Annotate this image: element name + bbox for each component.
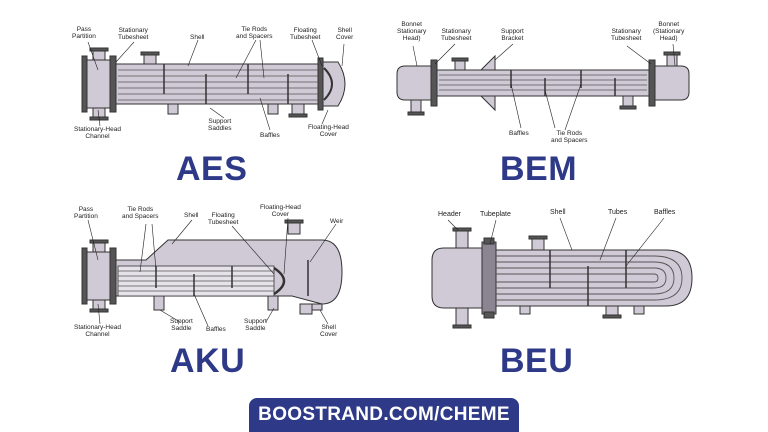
beu-tubes	[496, 255, 683, 301]
aku-label-tie-rods: Tie Rods and Spacers	[122, 206, 159, 220]
bem-diagram	[396, 43, 690, 131]
aku-label-shell: Shell	[184, 212, 199, 219]
aku-label-support-saddle-right: Support Saddle	[244, 318, 267, 332]
aes-shell	[115, 63, 321, 105]
aes-shell-cover	[322, 61, 346, 107]
aes-diagram	[81, 39, 346, 131]
aku-label-floating-tubesheet: Floating Tubesheet	[208, 212, 239, 226]
bem-bonnet-right	[654, 65, 690, 101]
bem-tubes	[439, 74, 647, 91]
aes-saddle-right	[267, 103, 279, 115]
bem-label-bonnet-right: Bonnet (Stationary Head)	[653, 21, 685, 42]
aes-title: AES	[176, 150, 248, 188]
aku-label-baffles: Baffles	[206, 326, 226, 333]
beu-header	[431, 247, 483, 309]
beu-label-tubes: Tubes	[608, 209, 628, 216]
bem-title: BEM	[500, 150, 578, 188]
bem-label-support-bracket: Support Bracket	[501, 28, 524, 42]
aes-tubes	[118, 69, 318, 101]
aku-saddle-left	[153, 295, 165, 311]
bem-label-stationary-tubesheet-left: Stationary Tubesheet	[441, 28, 472, 42]
aes-label-floating-head-cover: Floating-Head Cover	[308, 124, 349, 138]
bem-label-stationary-tubesheet-right: Stationary Tubesheet	[611, 28, 642, 42]
beu-title: BEU	[500, 342, 574, 380]
bem-baffles	[510, 70, 616, 96]
aku-floating-head	[273, 266, 286, 296]
bem-bonnet-left	[396, 65, 434, 101]
aes-baffles	[163, 64, 289, 104]
aes-label-baffles: Baffles	[260, 132, 280, 139]
aku-label-shell-cover: Shell Cover	[320, 324, 338, 338]
aku-label-pass-partition: Pass Partition	[74, 206, 98, 220]
aku-tubes	[117, 265, 275, 297]
aku-label-floating-head-cover: Floating-Head Cover	[260, 204, 301, 218]
bem-label-bonnet-left: Bonnet Stationary Head)	[397, 21, 427, 42]
beu-shell	[495, 249, 693, 307]
aku-channel	[84, 251, 114, 301]
beu-diagram	[431, 217, 693, 329]
beu-label-baffles: Baffles	[654, 209, 676, 216]
aku-saddle-right	[267, 295, 279, 311]
aku-title: AKU	[170, 342, 246, 380]
aku-label-support-saddle-left: Support Saddle	[170, 318, 193, 332]
aes-label-support-saddles: Support Saddles	[208, 118, 232, 132]
beu-label-tubeplate: Tubeplate	[480, 211, 511, 218]
beu-panel: Header Tubeplate Shell Tubes Baffles	[420, 200, 710, 340]
bem-label-tie-rods: Tie Rods and Spacers	[551, 130, 588, 144]
aku-label-stationary-head-channel: Stationary-Head Channel	[74, 324, 121, 338]
aes-label-pass-partition: Pass Partition	[72, 26, 96, 40]
aku-label-weir: Weir	[330, 218, 344, 225]
aku-panel: Pass Partition Tie Rods and Spacers Shel…	[60, 200, 360, 345]
beu-label-shell: Shell	[550, 209, 566, 216]
aes-label-shell: Shell	[190, 34, 205, 41]
beu-label-header: Header	[438, 211, 461, 218]
bem-label-baffles: Baffles	[509, 130, 529, 137]
beu-tubeplate	[481, 241, 497, 315]
aes-panel: Pass Partition Stationary Tubesheet Shel…	[60, 22, 360, 152]
aes-label-tie-rods: Tie Rods and Spacers	[236, 26, 273, 40]
bem-support-bracket-right	[479, 95, 496, 112]
bem-panel: Bonnet Stationary Head) Stationary Tubes…	[395, 18, 695, 153]
bem-support-bracket-left	[479, 54, 496, 71]
bem-shell	[436, 69, 650, 97]
aes-label-floating-tubesheet: Floating Tubesheet	[290, 27, 321, 41]
aku-diagram	[81, 217, 343, 327]
aes-channel-flange	[109, 55, 117, 113]
aes-label-stationary-head-channel: Stationary-Head Channel	[74, 126, 121, 140]
beu-baffles	[549, 250, 627, 306]
aes-label-shell-cover: Shell Cover	[336, 27, 354, 41]
aes-channel	[84, 59, 114, 109]
website-banner[interactable]: BOOSTRAND.COM/CHEME	[249, 398, 519, 432]
aes-saddle-left	[167, 103, 179, 115]
aes-label-stationary-tubesheet: Stationary Tubesheet	[118, 27, 149, 41]
